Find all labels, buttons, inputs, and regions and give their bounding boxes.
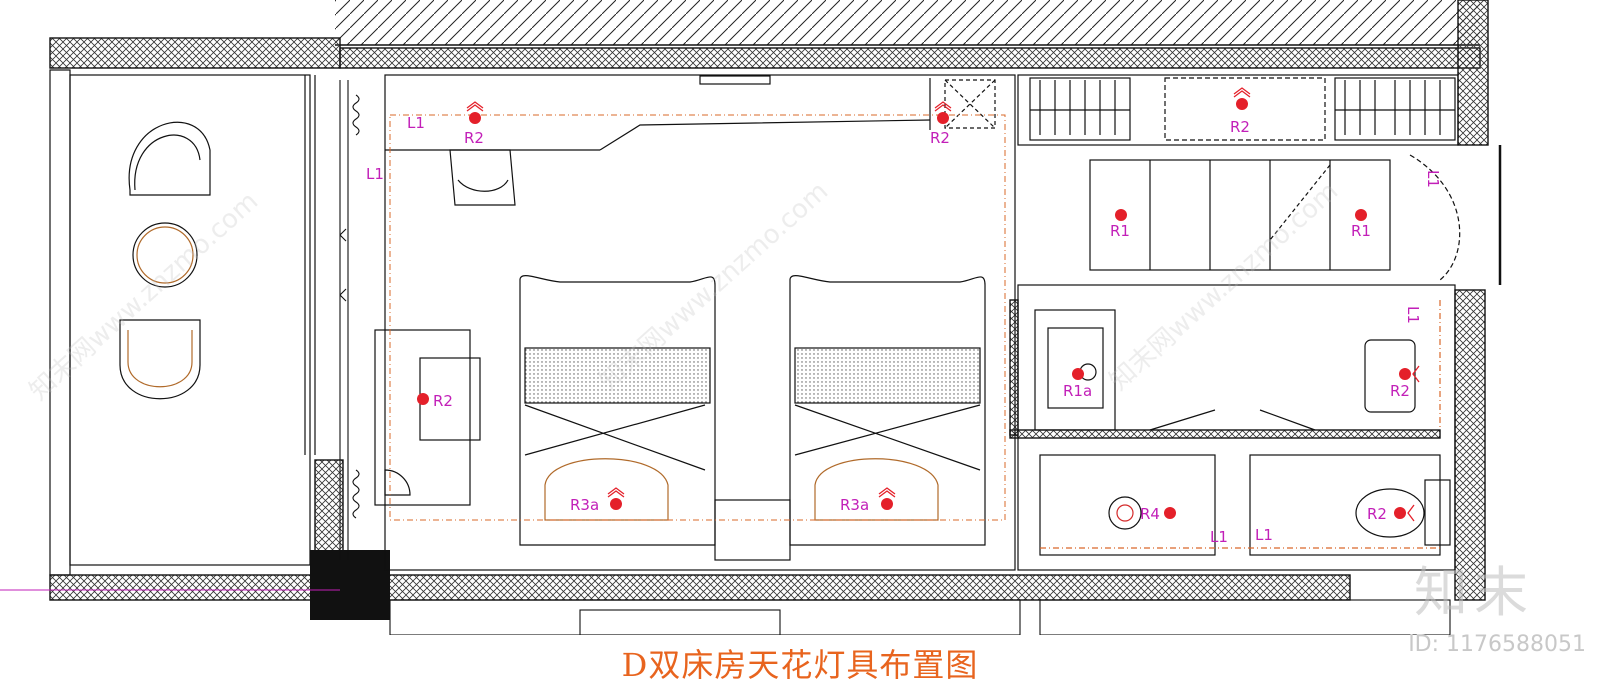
exterior-hatch-top — [335, 0, 1480, 45]
curtain-track — [339, 80, 360, 560]
strip-label-l1-vanity: L1 — [1404, 306, 1422, 324]
luminaire-label-r2-vanity: R2 — [1390, 382, 1410, 400]
luminaire-dot-r3a-bed-left — [610, 498, 622, 510]
luminaire-dot-r2-desk — [417, 393, 429, 405]
luminaire-label-r1-wardrobe-right: R1 — [1351, 222, 1371, 240]
luminaire-label-r2-desk: R2 — [433, 392, 453, 410]
luminaire-hood-r2-corridor-top — [934, 101, 952, 112]
balcony — [49, 69, 316, 576]
luminaire-hood-r2-entry-top — [466, 101, 484, 112]
luminaire-dot-r2-corridor-top — [937, 112, 949, 124]
luminaire-label-r2-entry-top: R2 — [464, 129, 484, 147]
luminaire-dot-r2-entry-top — [469, 112, 481, 124]
luminaire-label-r2-closet-top: R2 — [1230, 118, 1250, 136]
luminaire-bracket-r2-vanity — [1412, 365, 1420, 383]
strip-label-l1-closet: L1 — [1424, 170, 1442, 188]
luminaire-label-r1-wardrobe-left: R1 — [1110, 222, 1130, 240]
luminaire-hood-r2-closet-top — [1233, 87, 1251, 98]
luminaire-label-r2-corridor-top: R2 — [930, 129, 950, 147]
strip-label-l1-bath-a: L1 — [1210, 528, 1228, 546]
lower-room-partial — [389, 599, 1451, 635]
luminaire-dot-r2-closet-top — [1236, 98, 1248, 110]
luminaire-hood-r3a-bed-right — [878, 487, 896, 498]
watermark-logo: 知末 — [1414, 561, 1534, 624]
luminaire-dot-r2-vanity — [1399, 368, 1411, 380]
luminaire-dot-r1a-shower — [1072, 368, 1084, 380]
strip-label-l1-entry: L1 — [407, 114, 425, 132]
luminaire-label-r1a-shower: R1a — [1063, 382, 1092, 400]
structural-column — [310, 550, 390, 620]
luminaire-bracket-r2-toilet — [1407, 504, 1415, 522]
luminaire-label-r3a-bed-right: R3a — [840, 496, 869, 514]
luminaire-dot-r4-bath — [1164, 507, 1176, 519]
luminaire-dot-r1-wardrobe-left — [1115, 209, 1127, 221]
ceiling-strip-outline — [389, 114, 1006, 521]
bedroom — [374, 74, 1016, 571]
luminaire-dot-r2-toilet — [1394, 507, 1406, 519]
closet — [1017, 74, 1502, 285]
watermark-id: ID: 1176588051 — [1408, 632, 1586, 657]
walls — [49, 0, 1489, 601]
luminaire-dot-r1-wardrobe-right — [1355, 209, 1367, 221]
bathroom — [1017, 284, 1456, 571]
luminaire-hood-r3a-bed-left — [607, 487, 625, 498]
luminaire-dot-r3a-bed-right — [881, 498, 893, 510]
strip-label-l1-window: L1 — [366, 165, 384, 183]
luminaire-label-r3a-bed-left: R3a — [570, 496, 599, 514]
drawing-caption: D双床房天花灯具布置图 — [621, 646, 979, 684]
strip-label-l1-bath-b: L1 — [1255, 526, 1273, 544]
luminaire-label-r4-bath: R4 — [1140, 505, 1160, 523]
luminaire-label-r2-toilet: R2 — [1367, 505, 1387, 523]
